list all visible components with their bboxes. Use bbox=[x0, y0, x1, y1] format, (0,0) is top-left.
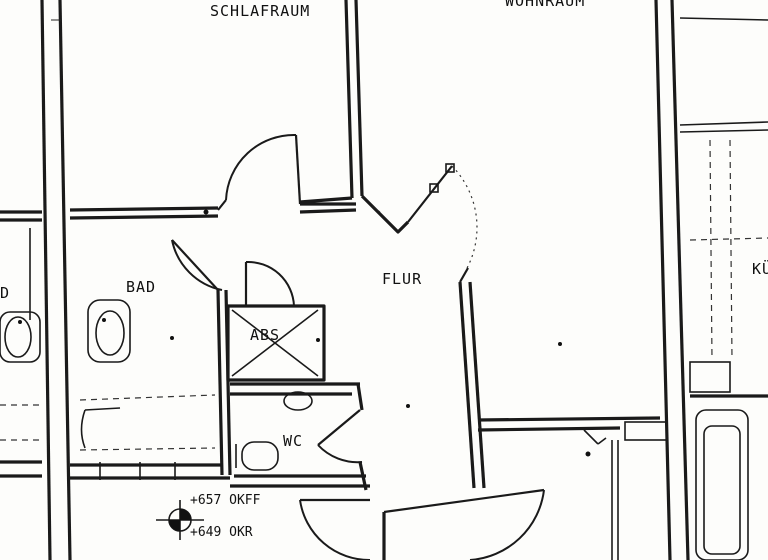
hall-right-wall bbox=[458, 281, 668, 560]
room-label-right-fragment: KÜ bbox=[752, 259, 768, 278]
room-label-wohnraum: WOHNRAUM bbox=[505, 0, 585, 10]
left-exterior-wall bbox=[40, 0, 72, 560]
kitchen-fragment bbox=[689, 139, 768, 560]
door-bedroom bbox=[217, 133, 302, 211]
door-entrance bbox=[299, 488, 545, 560]
room-label-abs: ABS bbox=[250, 326, 280, 344]
door-wc bbox=[317, 409, 363, 464]
washbasin-bath bbox=[87, 299, 131, 363]
room-label-flur: FLUR bbox=[382, 270, 422, 288]
room-label-schlafraum: SCHLAFRAUM bbox=[210, 2, 310, 20]
door-abs bbox=[244, 260, 295, 307]
bedroom-bottom-wall bbox=[69, 202, 357, 220]
right-exterior-wall bbox=[654, 0, 768, 560]
abs-closet bbox=[226, 304, 326, 382]
left-room-fragment bbox=[0, 210, 42, 478]
washbasin-left bbox=[0, 311, 41, 363]
level-okr: +649 OKR bbox=[190, 525, 253, 540]
bath-walls bbox=[70, 289, 232, 480]
bedroom-living-wall bbox=[299, 0, 410, 234]
room-label-wc: WC bbox=[283, 432, 303, 450]
outlet-symbol-icon bbox=[583, 429, 607, 457]
level-marker-icon bbox=[156, 500, 204, 540]
wc-room bbox=[230, 382, 370, 491]
level-okff: +657 OKFF bbox=[190, 493, 261, 508]
room-label-left-fragment: D bbox=[0, 284, 10, 302]
door-living bbox=[407, 163, 478, 283]
room-label-bad: BAD bbox=[126, 278, 156, 296]
switch-symbol-icon bbox=[170, 209, 562, 408]
door-bath bbox=[171, 239, 223, 291]
